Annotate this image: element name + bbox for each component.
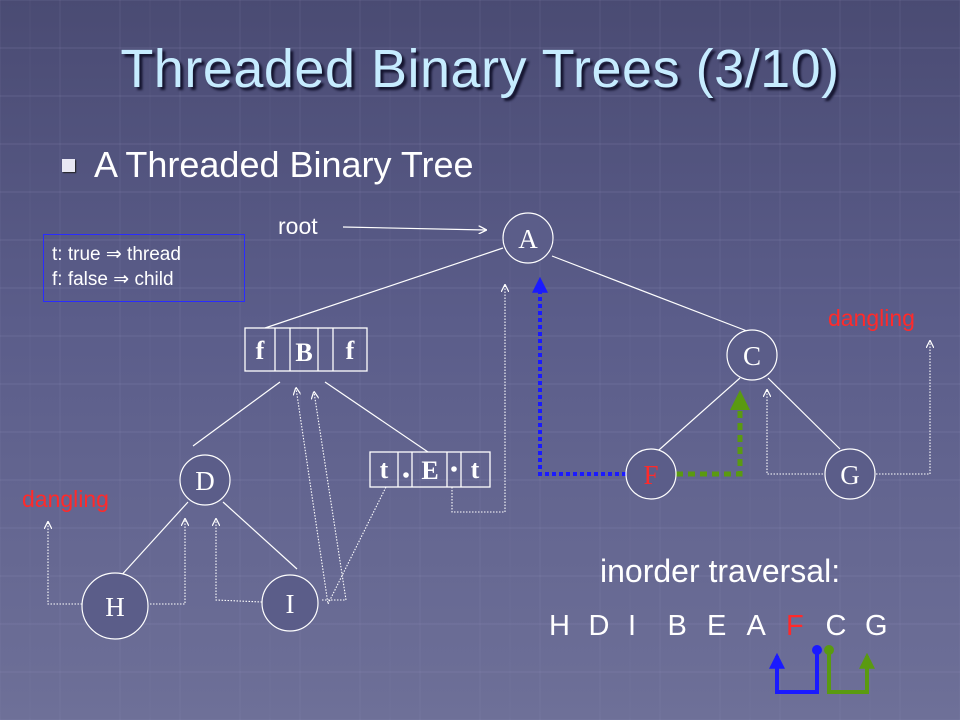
node-C [726,329,778,381]
E-left-pointer-dot [403,472,409,478]
edge-C-F [650,377,741,458]
square-bullet-icon [62,158,75,172]
thread-links [48,285,930,606]
edge-A-B [264,247,504,329]
seq-item: B [667,610,687,642]
seq-item: I [628,610,637,642]
node-G-label: G [840,460,860,490]
inorder-green-dot [824,645,834,655]
dangling-label-right: dangling [828,305,915,331]
thread-F-right-to-C-green [676,390,750,477]
E-right-flag: t [471,455,480,484]
node-C-label: C [743,341,761,371]
node-B-record [244,327,368,372]
node-F [625,448,677,500]
node-D-label: D [195,466,215,496]
dangling-label-left: dangling [22,486,109,512]
tree-nodes [81,212,876,640]
tree-edges [117,247,841,580]
seq-item: E [707,610,727,642]
edge-B-D [192,381,281,447]
node-A-label: A [518,224,538,254]
B-left-flag: f [256,336,265,365]
B-right-flag: f [346,336,355,365]
edge-C-G [767,377,841,450]
seq-item-highlighted: F [786,610,804,642]
thread-E-right-to-A [451,285,505,513]
thread-G-left-to-C [767,390,823,475]
seq-item: G [865,610,888,642]
thread-E-left-to-B [296,388,387,606]
bullet-text: A Threaded Binary Tree [94,144,474,185]
thread-I-right-to-B [314,392,347,601]
root-pointer-arrow [342,227,486,230]
thread-H-left-dangling [48,522,82,605]
seq-item: A [746,610,766,642]
node-B-label: B [295,338,312,367]
thread-G-right-dangling [876,341,930,475]
legend-box: t: true ⇒ thread f: false ⇒ child [43,234,245,302]
seq-item: H [549,610,570,642]
thread-I-left-to-D [216,519,263,603]
edge-B-E [324,381,429,453]
seq-item: C [825,610,847,642]
node-H-label: H [105,592,125,622]
thread-H-right-to-D [150,519,185,605]
node-A [502,212,554,264]
node-I-label: I [286,589,295,619]
node-I [261,574,319,632]
E-left-flag: t [380,455,389,484]
inorder-sequence: H D I B E A F C G [549,610,905,643]
node-G [824,448,876,500]
node-E-record [369,451,491,488]
edge-A-C [551,255,748,332]
legend-false-line: f: false ⇒ child [52,269,174,290]
inorder-blue-arrow [769,650,819,694]
node-D [179,454,231,506]
inorder-label: inorder traversal: [600,553,841,589]
edge-D-I [222,501,298,570]
node-E-label: E [421,456,438,485]
edge-D-H [117,501,189,580]
bullet-item: A Threaded Binary Tree [62,140,474,190]
legend-true-line: t: true ⇒ thread [52,244,181,265]
node-H [81,572,149,640]
thread-F-left-to-A-blue [532,276,626,476]
inorder-green-arrow [827,650,875,694]
seq-item: D [588,610,610,642]
inorder-blue-dot [812,645,822,655]
E-right-pointer-dot [451,466,457,472]
node-F-label: F [643,460,658,490]
slide-title: Threaded Binary Trees (3/10) [120,39,840,99]
root-label: root [278,213,318,239]
